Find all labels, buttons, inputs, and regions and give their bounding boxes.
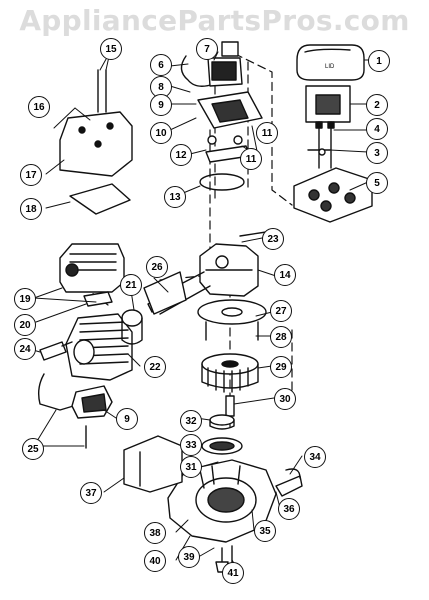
spark-plug-icon (39, 341, 73, 361)
ignition-coil-icon (37, 373, 113, 449)
air-filter-cover-icon: LID (296, 44, 365, 81)
callout-27: 27 (270, 300, 292, 322)
callout-11-lower: 11 (240, 148, 262, 170)
callout-36: 36 (278, 498, 300, 520)
callout-17: 17 (20, 164, 42, 186)
callout-32: 32 (180, 410, 202, 432)
callout-34: 34 (304, 446, 326, 468)
callout-28: 28 (270, 326, 292, 348)
callout-5: 5 (366, 172, 388, 194)
callout-22: 22 (144, 356, 166, 378)
shaft-icon (225, 395, 235, 417)
callout-2: 2 (366, 94, 388, 116)
carburetor-icon (180, 41, 263, 191)
callout-9-bottom: 9 (116, 408, 138, 430)
callout-21: 21 (120, 274, 142, 296)
callout-37: 37 (80, 482, 102, 504)
callout-29: 29 (270, 356, 292, 378)
callout-14: 14 (274, 264, 296, 286)
callout-25: 25 (22, 438, 44, 460)
callout-41: 41 (222, 562, 244, 584)
callout-30: 30 (274, 388, 296, 410)
callout-13: 13 (164, 186, 186, 208)
air-filter-element-icon (305, 85, 351, 123)
callout-3: 3 (366, 142, 388, 164)
callout-40: 40 (144, 550, 166, 572)
callout-39: 39 (178, 546, 200, 568)
callout-19: 19 (14, 288, 36, 310)
callout-33: 33 (180, 434, 202, 456)
callout-35: 35 (254, 520, 276, 542)
callout-31: 31 (180, 456, 202, 478)
callout-38: 38 (144, 522, 166, 544)
callout-15: 15 (100, 38, 122, 60)
guard-icon (123, 435, 183, 493)
flywheel-icon (201, 353, 259, 393)
callout-26: 26 (146, 256, 168, 278)
callout-18: 18 (20, 198, 42, 220)
crankcase-icon (143, 231, 267, 315)
svg-text:LID: LID (325, 64, 335, 70)
cylinder-icon (65, 313, 133, 381)
callout-4: 4 (366, 118, 388, 140)
watermark-text: AppliancePartsPros.com (19, 4, 410, 37)
muffler-icon (59, 243, 125, 307)
callout-9-top: 9 (150, 94, 172, 116)
callout-16: 16 (28, 96, 50, 118)
callout-11-upper: 11 (256, 122, 278, 144)
callout-24: 24 (14, 338, 36, 360)
screw-icon (307, 121, 335, 169)
callout-20: 20 (14, 314, 36, 336)
air-filter-base-icon (293, 167, 373, 223)
callout-7: 7 (196, 38, 218, 60)
callout-6: 6 (150, 54, 172, 76)
callout-23: 23 (262, 228, 284, 250)
recoil-pulley-icon (201, 414, 243, 455)
callout-12: 12 (170, 144, 192, 166)
bearing-plate-icon (197, 299, 267, 341)
callout-1: 1 (368, 50, 390, 72)
callout-10: 10 (150, 122, 172, 144)
cylinder-shroud-icon (59, 69, 133, 215)
